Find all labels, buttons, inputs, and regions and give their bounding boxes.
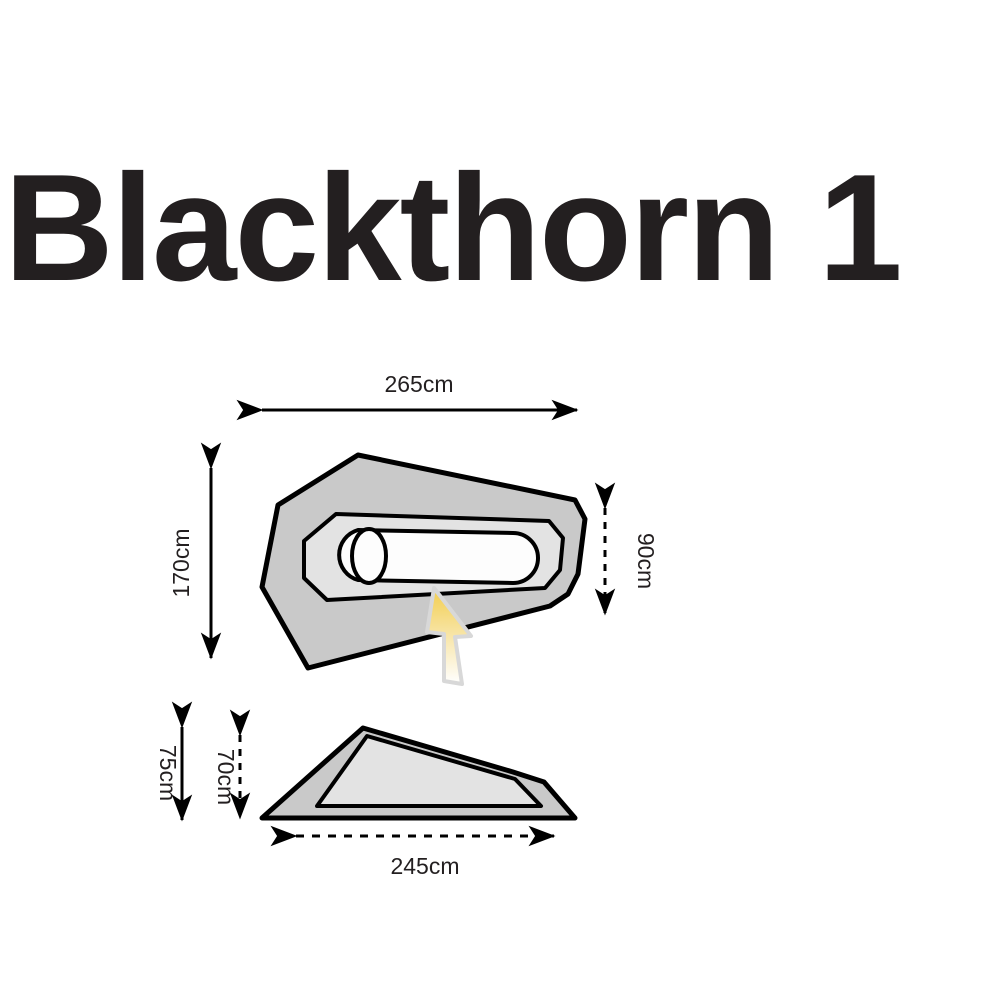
plan-sleeping-mat: [337, 528, 540, 585]
dimension-side-outer-height-label: 75cm: [155, 745, 181, 801]
dimension-side-length-label: 245cm: [390, 853, 459, 879]
side-inner-tent-outline: [315, 734, 543, 808]
plan-view-group: 265cm 170cm 90cm: [168, 371, 659, 686]
dimension-plan-depth: 170cm: [168, 442, 222, 660]
plan-sleeping-bag-opening: [350, 527, 388, 585]
dimension-plan-depth-label: 170cm: [168, 528, 194, 597]
dimension-side-inner-height: 70cm: [213, 709, 251, 820]
dimension-side-outer-height: 75cm: [155, 701, 193, 822]
dimension-plan-width: 265cm: [236, 371, 579, 421]
door-arrow-icon: [425, 586, 473, 686]
dimension-plan-rear-width: 90cm: [594, 482, 659, 616]
side-view-group: 75cm 70cm 245cm: [155, 701, 578, 879]
dimension-side-length: 245cm: [270, 825, 556, 879]
page-title: Blackthorn 1: [4, 143, 903, 313]
dimension-plan-width-label: 265cm: [384, 371, 453, 397]
dimension-plan-rear-width-label: 90cm: [633, 533, 659, 589]
dimension-side-inner-height-label: 70cm: [213, 749, 239, 805]
